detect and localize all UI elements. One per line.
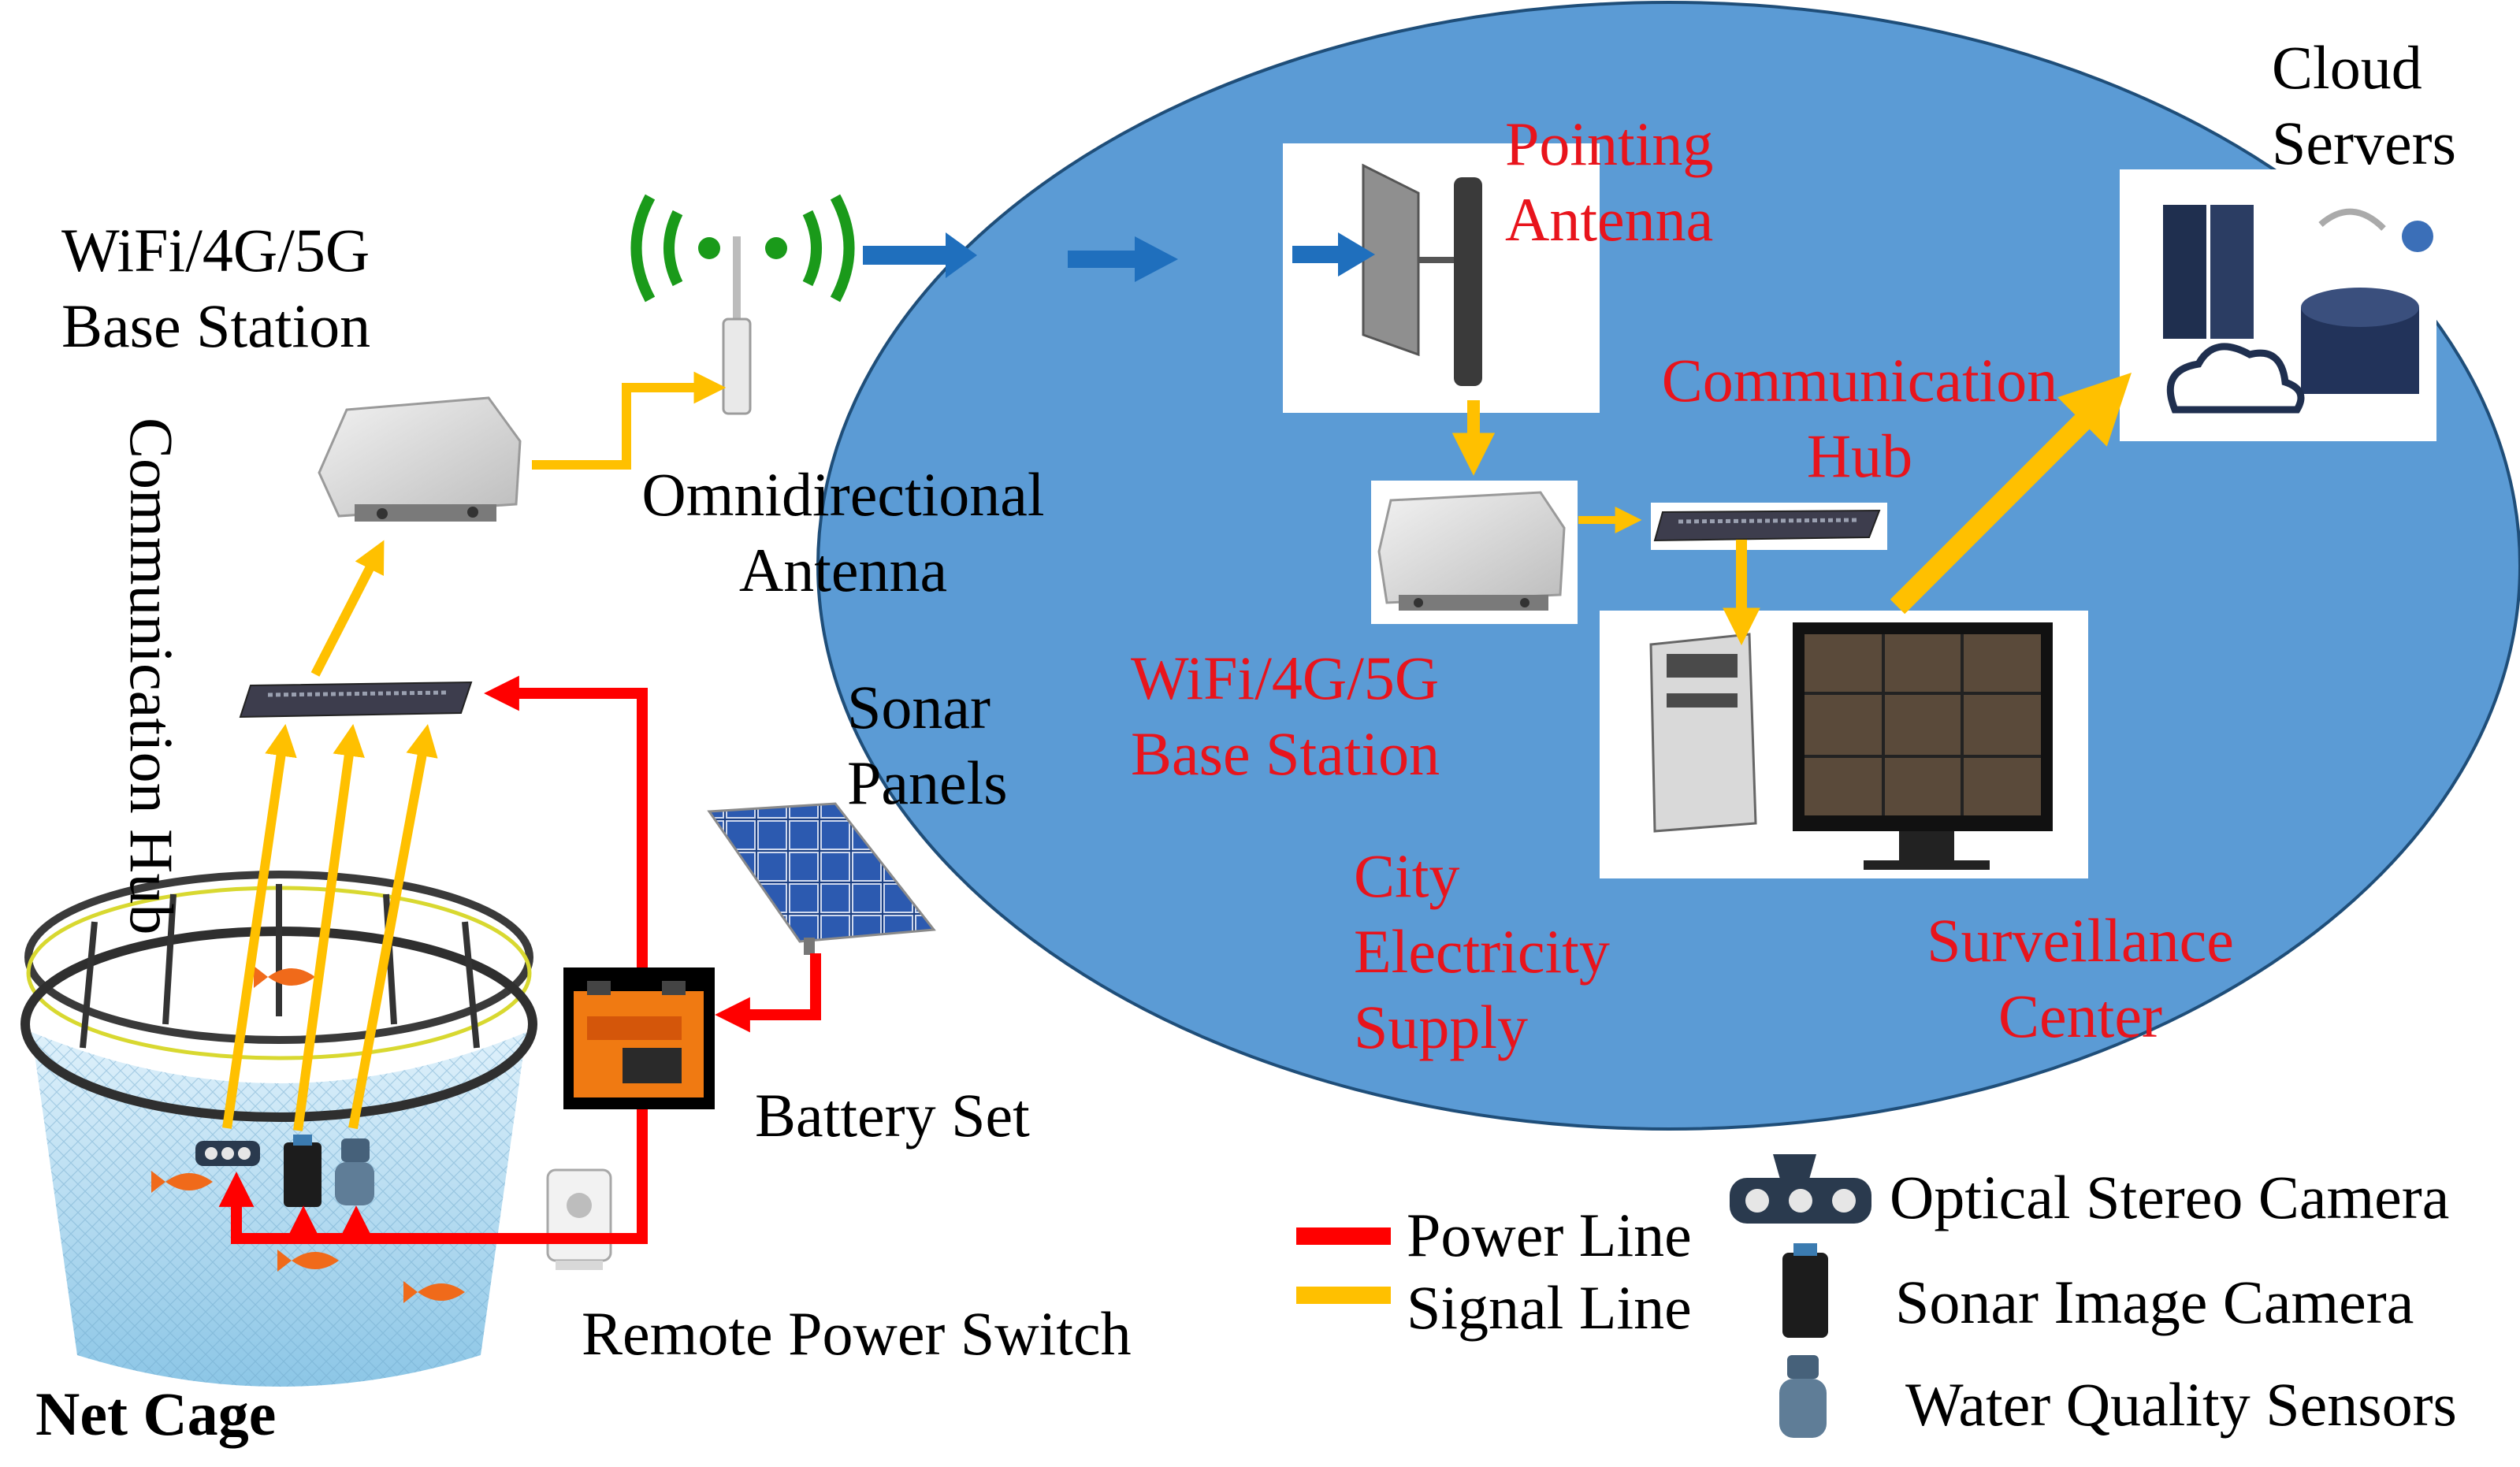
surveillance-pc-and-monitor	[1649, 622, 2053, 870]
omnidirectional-antenna-label: Omnidirectional Antenna	[623, 457, 1064, 608]
optical-stereo-camera-in-cage	[195, 1141, 260, 1166]
legend-signal-line-swatch	[1296, 1287, 1391, 1304]
base-station-label-line1: WiFi/4G/5G	[61, 216, 370, 284]
surveillance-label-line1: Surveillance	[1927, 906, 2234, 975]
net-cage-device	[20, 871, 537, 1387]
comm-hub-right-label-line2: Hub	[1806, 422, 1913, 490]
cloud-servers-label: Cloud Servers	[2272, 30, 2456, 181]
legend-power-line-label: Power Line	[1407, 1201, 1692, 1269]
battery-device	[563, 967, 715, 1109]
legend-sonar-camera-label: Sonar Image Camera	[1895, 1268, 2414, 1336]
communication-hub-label-right: Communication Hub	[1639, 343, 2080, 494]
communication-hub-label-left: Communication Hub	[47, 418, 189, 934]
surveillance-center-label: Surveillance Center	[1875, 903, 2285, 1054]
sonar-panels-label-line1: Sonar	[847, 673, 991, 741]
pointing-antenna-label-line2: Antenna	[1505, 185, 1714, 254]
water-quality-sensor-in-cage	[335, 1138, 374, 1205]
base-station-right-label-line1: WiFi/4G/5G	[1131, 644, 1440, 712]
comm-hub-right-label-line1: Communication	[1661, 346, 2058, 414]
remote-power-switch-device	[546, 1168, 612, 1270]
omnidirectional-antenna-device	[630, 194, 855, 415]
city-electricity-label: City Electricity Supply	[1354, 838, 1610, 1065]
city-electricity-label-line1: City	[1354, 841, 1460, 910]
remote-power-switch-label: Remote Power Switch	[582, 1299, 1132, 1368]
surveillance-label-line2: Center	[1998, 982, 2162, 1050]
city-electricity-label-line3: Supply	[1354, 993, 1529, 1061]
base-station-label-right: WiFi/4G/5G Base Station	[1131, 641, 1440, 792]
comm-hub-label-line1: Communication	[117, 418, 186, 814]
base-station-label-line2: Base Station	[61, 292, 371, 360]
omni-antenna-label-line2: Antenna	[738, 536, 948, 604]
cloud-servers-label-line1: Cloud	[2272, 33, 2422, 102]
sonar-panels-label-line2: Panels	[847, 748, 1008, 817]
pointing-antenna-label: Pointing Antenna	[1505, 106, 1713, 258]
communication-hub-switch-right	[1653, 509, 1881, 542]
city-area-ellipse	[816, 1, 2520, 1131]
legend-sonar-camera-icon	[1782, 1243, 1828, 1338]
legend-water-sensors-label: Water Quality Sensors	[1905, 1370, 2457, 1439]
pointing-antenna-label-line1: Pointing	[1505, 110, 1714, 178]
legend-signal-line-label: Signal Line	[1407, 1273, 1692, 1342]
cloud-servers-device	[2163, 205, 2433, 414]
legend-optical-camera-icon	[1730, 1154, 1871, 1224]
base-station-device-left	[318, 396, 522, 522]
wireless-link-arrows	[863, 232, 1178, 282]
legend-water-sensor-icon	[1779, 1355, 1827, 1438]
omni-antenna-label-line1: Omnidirectional	[641, 460, 1045, 529]
communication-hub-switch-left	[239, 681, 473, 719]
city-electricity-label-line2: Electricity	[1354, 917, 1610, 986]
sonar-panels-label: Sonar Panels	[847, 670, 1008, 821]
base-station-device-right	[1377, 491, 1566, 611]
solar-panel-device	[707, 802, 936, 955]
pointing-antenna-device	[1292, 163, 1482, 386]
power-lines	[218, 675, 821, 1244]
base-station-right-label-line2: Base Station	[1131, 719, 1440, 788]
signal-lines	[222, 371, 727, 1131]
net-cage-label: Net Cage	[35, 1380, 277, 1448]
pointing-antenna-box	[1283, 143, 1600, 413]
base-station-label-left: WiFi/4G/5G Base Station	[61, 213, 370, 364]
legend-optical-camera-label: Optical Stereo Camera	[1890, 1163, 2450, 1231]
sonar-image-camera-in-cage	[284, 1135, 322, 1207]
cloud-servers-label-line2: Servers	[2272, 109, 2456, 177]
battery-set-label: Battery Set	[755, 1081, 1030, 1149]
comm-hub-label-line2: Hub	[117, 829, 186, 935]
signal-lines-right	[1451, 372, 2132, 646]
legend-power-line-swatch	[1296, 1227, 1391, 1245]
